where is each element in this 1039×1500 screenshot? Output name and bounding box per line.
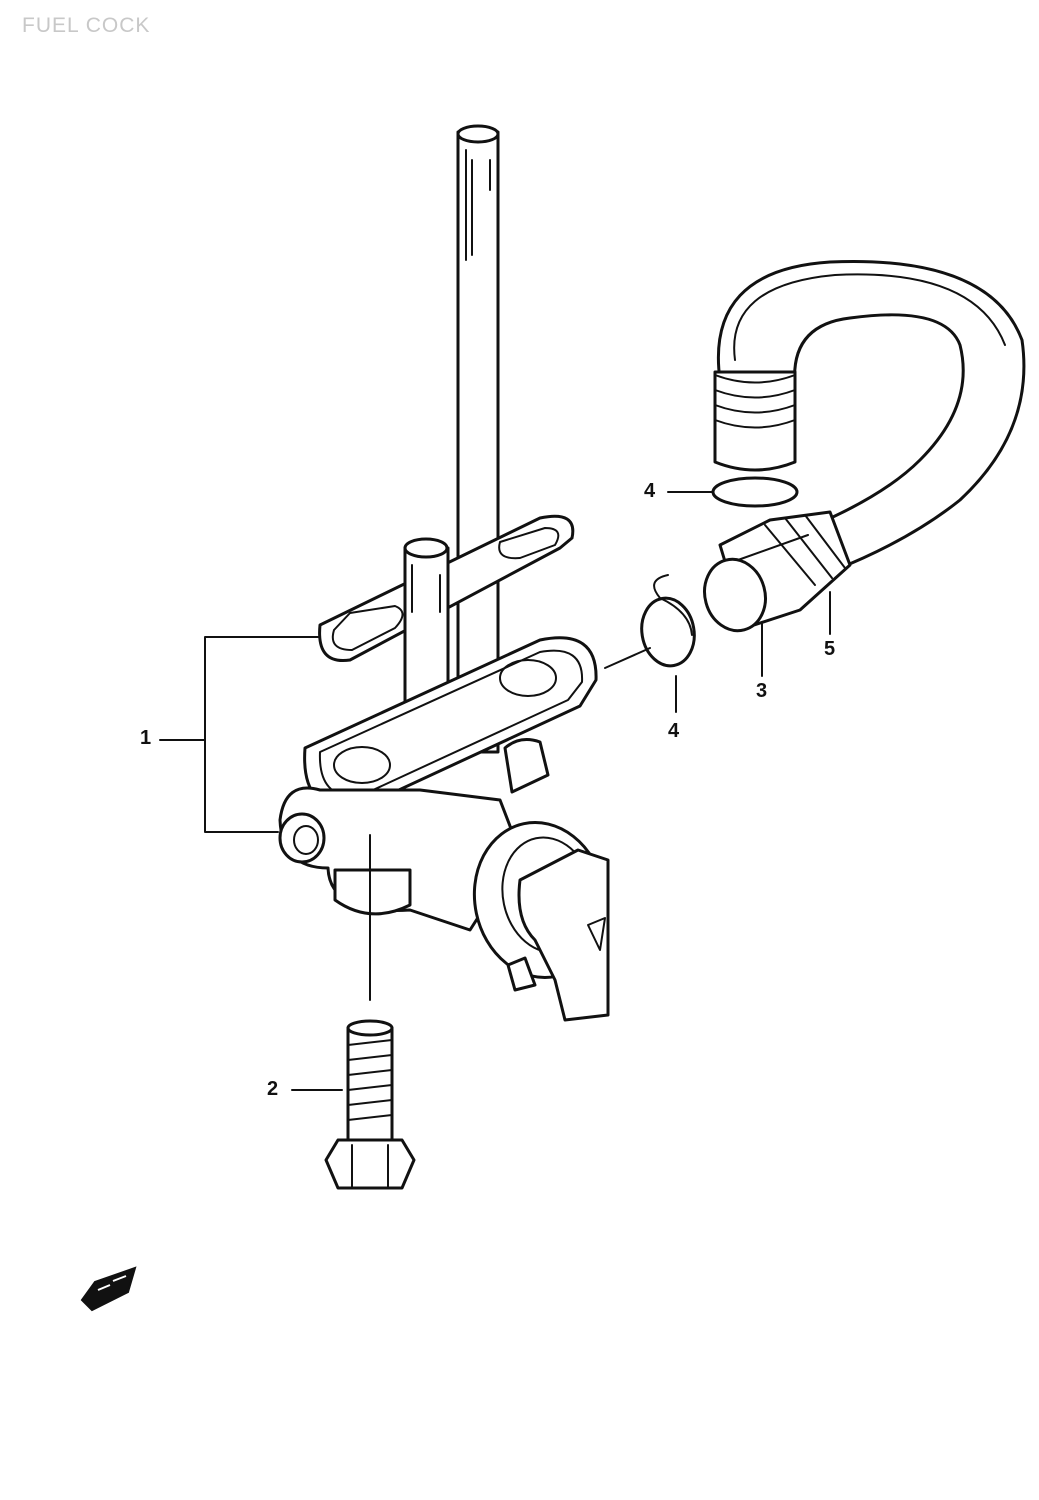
cock-mounting-flange <box>303 636 598 811</box>
washer-upper <box>711 476 799 508</box>
callout-label-2: 2 <box>267 1078 279 1100</box>
callout-label-4-upper: 4 <box>644 480 656 502</box>
filter-to-clip-line <box>604 647 651 669</box>
callout-label-1: 1 <box>140 727 152 749</box>
valve-lever <box>472 821 610 1022</box>
bolt <box>324 1019 416 1190</box>
filter-stub <box>403 537 450 722</box>
clip-washer <box>640 574 696 668</box>
callout-1-bracket <box>204 636 319 833</box>
diagram-title: FUEL COCK <box>22 14 151 37</box>
callout-label-5: 5 <box>824 638 836 660</box>
fuel-pickup-tube <box>456 124 500 754</box>
callout-label-3: 3 <box>756 680 768 702</box>
fuel-hose <box>703 259 1026 633</box>
valve-body <box>278 738 550 932</box>
callout-label-4-lower: 4 <box>668 720 680 742</box>
sealant-symbol <box>80 1266 137 1312</box>
